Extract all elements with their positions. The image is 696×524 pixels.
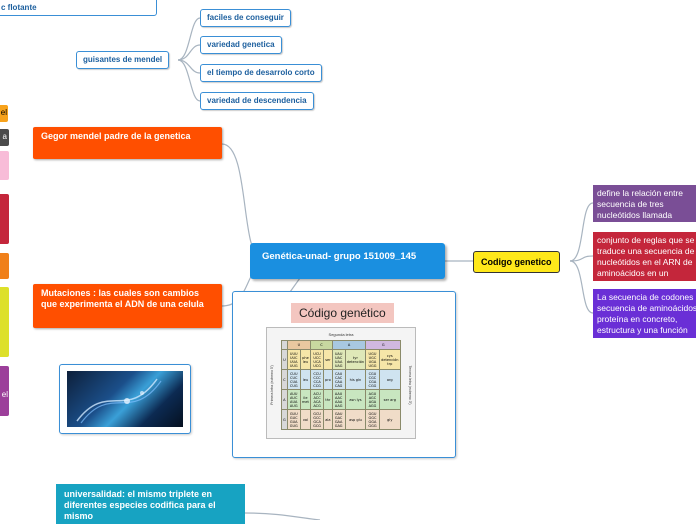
table-cell: UUU UUC UUA UUG: [286, 349, 301, 370]
table-cell: ala: [323, 409, 333, 430]
table-cell: leu: [299, 369, 312, 390]
table-cell: asp glu: [344, 409, 367, 430]
dna-image: [67, 371, 183, 427]
first-letter-label: Primera letra (extremo 5'): [270, 365, 274, 405]
node-variedad-genetica[interactable]: variedad genetica: [200, 36, 282, 54]
node-gregor-mendel[interactable]: Gegor mendel padre de la genetica: [33, 127, 222, 159]
table-cell: cys detención trp: [378, 349, 402, 370]
table-cell: arg: [378, 369, 402, 390]
node-mutaciones[interactable]: Mutaciones : las cuales son cambios que …: [33, 284, 222, 328]
image-title: Código genético: [291, 303, 394, 323]
clipped-node-lime[interactable]: [0, 287, 9, 357]
clipped-node-purple[interactable]: el: [0, 366, 9, 416]
table-cell: tyr detención: [344, 349, 367, 370]
table-cell: ser arg: [378, 389, 402, 410]
node-faciles-de-conseguir[interactable]: faciles de conseguir: [200, 9, 291, 27]
table-cell: thr: [323, 389, 333, 410]
table-header: Segunda letra: [328, 332, 354, 337]
genetic-code-table: U C A G U UUU UUC UUA UUG phe leu UCU UC…: [281, 340, 402, 430]
node-tiempo-desarrollo[interactable]: el tiempo de desarrolo corto: [200, 64, 322, 82]
table-cell: ile met: [299, 389, 312, 410]
table-cell: GUU GUC GUA GUG: [286, 409, 301, 430]
table-cell: phe leu: [299, 349, 312, 370]
third-letter-label: Tercera letra (extremo 3'): [408, 365, 412, 405]
clipped-node-crimson[interactable]: [0, 194, 9, 244]
table-header-cell: A: [331, 340, 367, 350]
table-header-cell: G: [365, 340, 401, 350]
node-codigo-genetico[interactable]: Codigo genetico: [473, 251, 560, 273]
table-cell: CGU CGC CGA CGG: [365, 369, 380, 390]
table-cell: AGU AGC AGA AGG: [365, 389, 380, 410]
table-cell: UGU UGC UGA UGG: [365, 349, 380, 370]
clipped-node-label: el: [1, 390, 8, 399]
clipped-node-pink[interactable]: [0, 151, 9, 180]
clipped-node-dark[interactable]: a: [0, 129, 9, 146]
node-variedad-descendencia[interactable]: variedad de descendencia: [200, 92, 314, 110]
table-cell: asn lys: [344, 389, 367, 410]
genetic-code-table-image: Segunda letra Primera letra (extremo 5')…: [266, 327, 416, 439]
table-cell: ACU ACC ACA ACG: [310, 389, 325, 410]
table-cell: his gln: [344, 369, 367, 390]
table-cell: CUU CUC CUA CUG: [286, 369, 301, 390]
table-row: G GUU GUC GUA GUG val GCU GCC GCA GCG al…: [281, 409, 402, 430]
table-cell: GCU GCC GCA GCG: [310, 409, 325, 430]
dna-helix-icon: [76, 378, 162, 424]
table-cell: gly: [378, 409, 402, 430]
definition-relacion[interactable]: define la relación entre secuencia de tr…: [593, 185, 696, 222]
table-header-cell: C: [310, 340, 333, 350]
table-cell: UCU UCC UCA UCG: [310, 349, 325, 370]
table-row: U C A G: [281, 340, 401, 350]
definition-reglas[interactable]: conjunto de reglas que se traduce una se…: [593, 232, 696, 281]
table-cell: AAU AAC AAA AAG: [331, 389, 346, 410]
table-cell: AUU AUC AUA AUG: [286, 389, 301, 410]
table-row: U UUU UUC UUA UUG phe leu UCU UCC UCA UC…: [281, 349, 402, 370]
table-cell: GGU GGC GGA GGG: [365, 409, 380, 430]
table-cell: UAU UAC UAA UAG: [331, 349, 346, 370]
clipped-node-orange[interactable]: el: [0, 105, 8, 122]
table-cell: ser: [323, 349, 333, 370]
partial-node-label: c flotante: [1, 3, 37, 12]
dna-image-card[interactable]: [59, 364, 191, 434]
clipped-node-label: el: [0, 108, 7, 117]
central-topic[interactable]: Genética-unad- grupo 151009_145: [250, 243, 445, 279]
clipped-node-label: a: [2, 132, 7, 141]
clipped-node-orange-2[interactable]: [0, 253, 9, 279]
definition-secuencia[interactable]: La secuencia de codones secuencia de ami…: [593, 289, 696, 338]
table-cell: val: [299, 409, 312, 430]
table-cell: CAU CAC CAA CAG: [331, 369, 346, 390]
table-cell: CCU CCC CCA CCG: [310, 369, 325, 390]
table-row: C CUU CUC CUA CUG leu CCU CCC CCA CCG pr…: [281, 369, 402, 390]
codigo-genetico-image-card[interactable]: Código genético Segunda letra Primera le…: [232, 291, 456, 458]
table-row: A AUU AUC AUA AUG ile met ACU ACC ACA AC…: [281, 389, 402, 410]
node-guisantes-de-mendel[interactable]: guisantes de mendel: [76, 51, 170, 69]
node-universalidad[interactable]: universalidad: el mismo triplete en dife…: [56, 484, 245, 524]
table-header-cell: U: [286, 340, 312, 350]
partial-node-top-left[interactable]: c flotante: [0, 0, 157, 16]
table-cell: GAU GAC GAA GAG: [331, 409, 346, 430]
table-cell: pro: [323, 369, 333, 390]
